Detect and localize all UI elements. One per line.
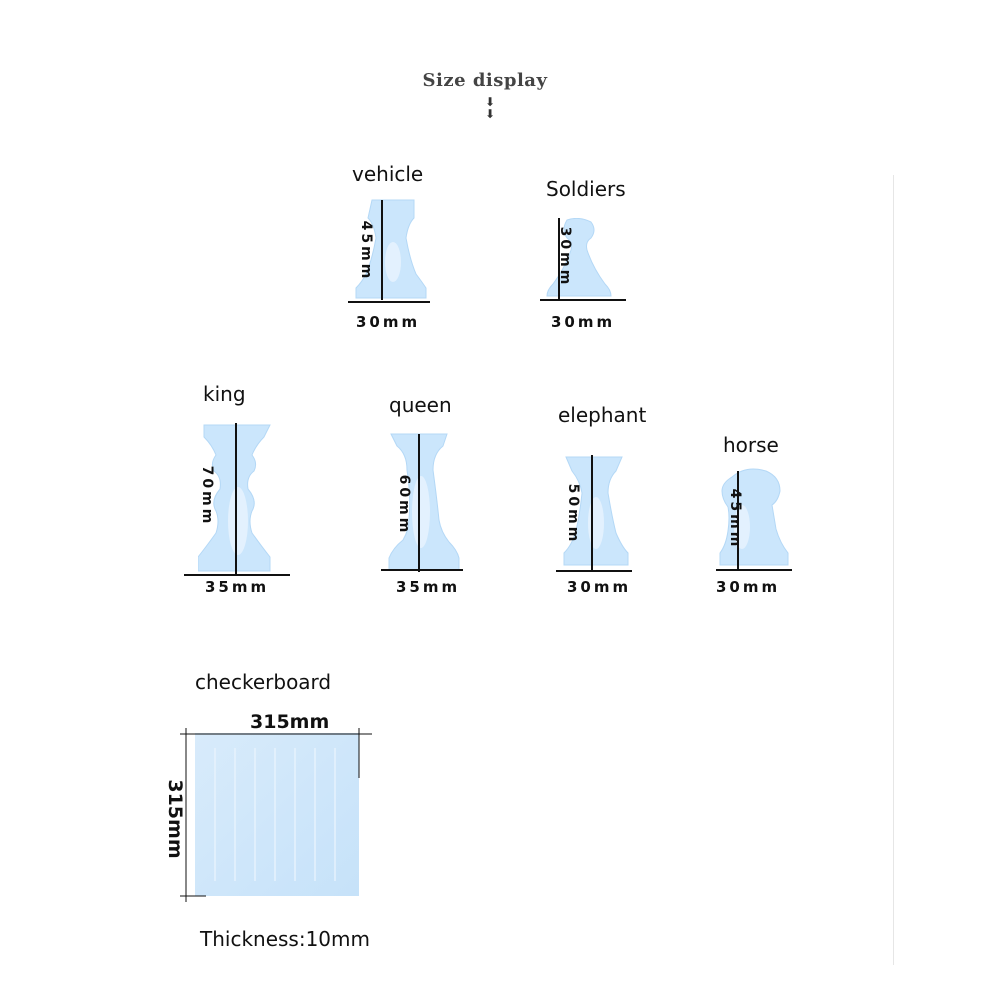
baseline-vehicle — [348, 301, 430, 303]
checkerboard-label: checkerboard — [195, 670, 332, 694]
baseline-soldiers — [540, 299, 626, 301]
piece-label-elephant: elephant — [558, 403, 647, 427]
baseline-king — [184, 574, 290, 576]
page-title: Size display — [422, 70, 548, 91]
piece-label-horse: horse — [723, 433, 779, 457]
rook-piece-image — [352, 198, 432, 302]
height-label-queen: 60mm — [396, 474, 412, 536]
king-piece-image — [198, 421, 278, 575]
width-label-horse: 30mm — [716, 578, 781, 596]
knight-piece-image — [718, 467, 792, 571]
checkerboard-height-label: 315mm — [164, 779, 186, 859]
baseline-elephant — [556, 570, 632, 572]
height-label-soldiers: 30mm — [557, 226, 573, 288]
height-label-king: 70mm — [199, 465, 215, 527]
width-label-soldiers: 30mm — [551, 313, 616, 331]
thickness-label: Thickness:10mm — [200, 927, 370, 951]
pawn-piece-image — [545, 218, 615, 300]
height-label-horse: 45mm — [727, 488, 743, 550]
height-label-vehicle: 45mm — [358, 220, 374, 282]
piece-label-soldiers: Soldiers — [546, 177, 626, 201]
checkerboard-image — [195, 733, 359, 896]
width-label-king: 35mm — [205, 578, 270, 596]
piece-label-king: king — [203, 382, 246, 406]
baseline-queen — [381, 569, 463, 571]
width-label-elephant: 30mm — [567, 578, 632, 596]
piece-label-vehicle: vehicle — [352, 162, 424, 186]
divider — [893, 175, 894, 965]
piece-label-queen: queen — [389, 393, 452, 417]
checkerboard-dimension-lines — [180, 728, 372, 902]
width-label-queen: 35mm — [396, 578, 461, 596]
double-down-arrow-icon: ⬇⬇ — [484, 95, 496, 121]
baseline-horse — [716, 569, 792, 571]
queen-piece-image — [383, 432, 463, 572]
height-label-elephant: 50mm — [565, 483, 581, 545]
checkerboard-width-label: 315mm — [250, 711, 330, 733]
bishop-piece-image — [558, 453, 632, 571]
width-label-vehicle: 30mm — [356, 313, 421, 331]
